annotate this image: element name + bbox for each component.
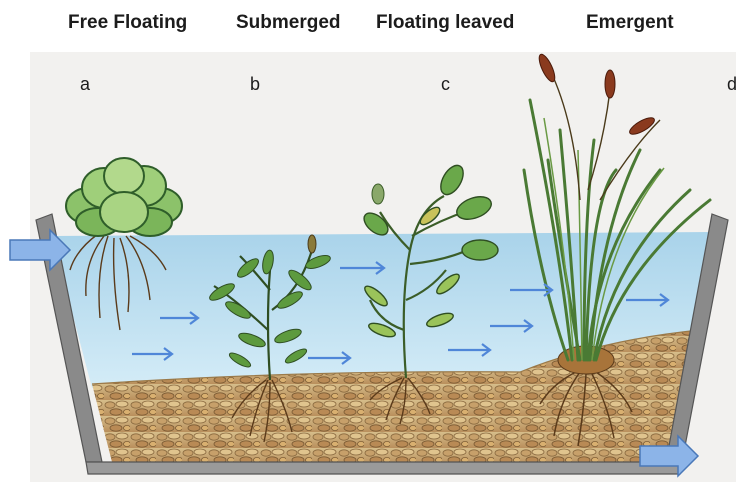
submerged-flower-spike	[308, 235, 316, 253]
category-title-submerged: Submerged	[236, 12, 341, 34]
category-title-free-floating: Free Floating	[68, 12, 187, 34]
floating-leaved-flower	[372, 184, 384, 204]
tank-floor	[86, 462, 682, 474]
category-title-floating-leaved: Floating leaved	[376, 12, 514, 34]
letter-a: a	[80, 74, 90, 95]
letter-c: c	[441, 74, 450, 95]
category-title-emergent: Emergent	[586, 12, 674, 34]
letter-d: d	[727, 74, 736, 95]
letter-b: b	[250, 74, 260, 95]
